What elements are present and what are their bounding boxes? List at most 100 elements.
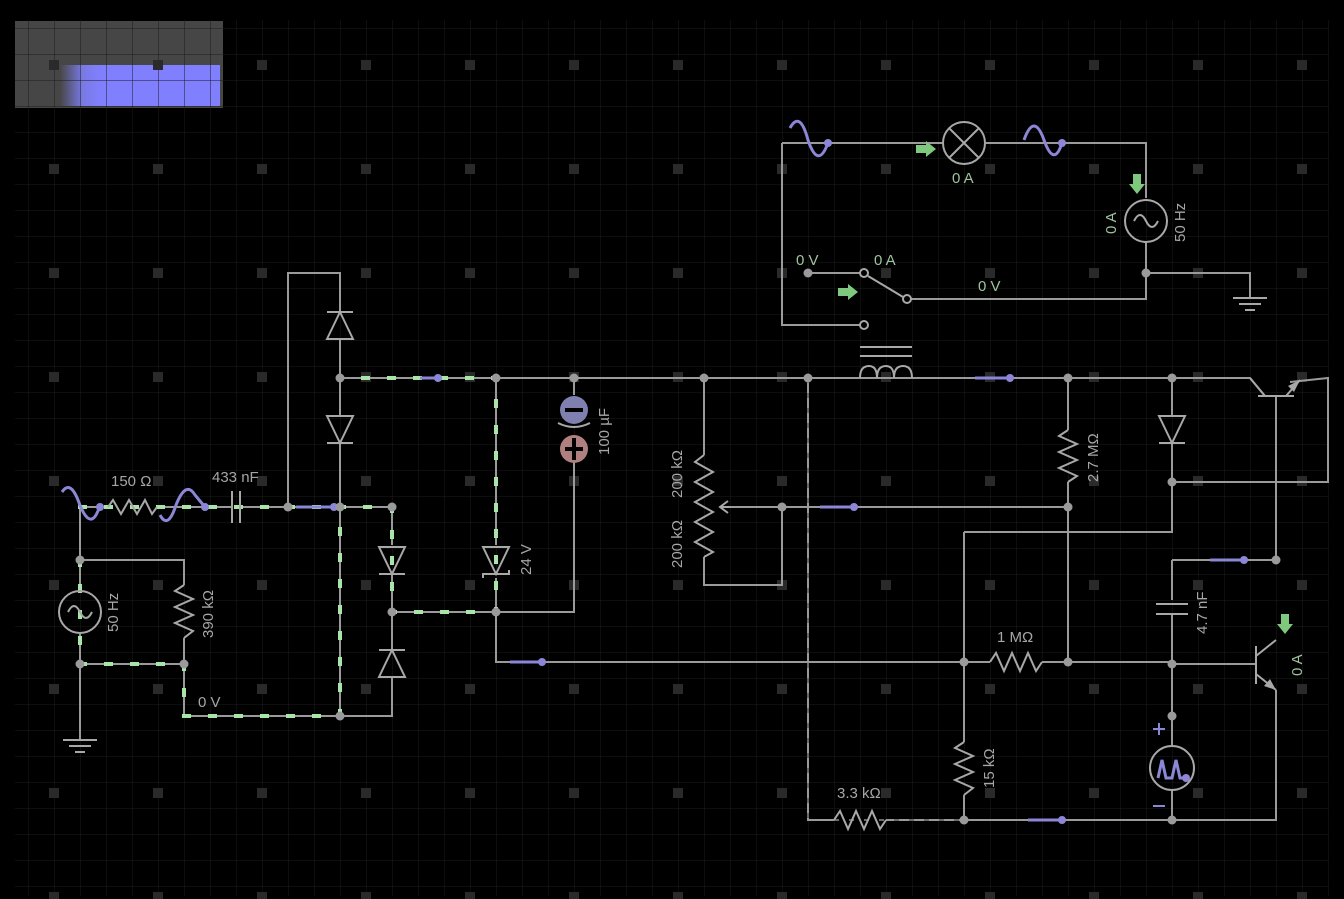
junction-node[interactable] — [1167, 373, 1177, 383]
grid-dot — [1297, 268, 1307, 278]
grid-dot — [1193, 164, 1203, 174]
junction-node[interactable] — [1167, 659, 1177, 669]
label-lamp-current: 0 A — [952, 170, 974, 187]
voltage-waveforms — [60, 119, 1244, 822]
transformer[interactable] — [859, 346, 913, 379]
ac-source-top[interactable] — [1124, 199, 1168, 243]
junction-node[interactable] — [335, 502, 345, 512]
junction-node[interactable] — [335, 373, 345, 383]
grid-dot — [1089, 268, 1099, 278]
grid-dot — [1193, 60, 1203, 70]
grid-dot — [361, 268, 371, 278]
grid-dot — [1089, 580, 1099, 590]
grid-dot — [257, 268, 267, 278]
junction-node[interactable] — [777, 502, 787, 512]
grid-dot — [257, 788, 267, 798]
grid-dot — [49, 580, 59, 590]
grid-dot — [1297, 372, 1307, 382]
lamp[interactable] — [942, 121, 986, 165]
junction-node[interactable] — [1271, 555, 1281, 565]
grid-dot — [1193, 580, 1203, 590]
junction-node[interactable] — [1167, 477, 1177, 487]
junction-node[interactable] — [283, 502, 293, 512]
diode-far-right[interactable] — [1157, 415, 1187, 446]
grid-dot — [1297, 892, 1307, 899]
potentiometer[interactable] — [692, 454, 730, 558]
grid-dot — [569, 892, 579, 899]
junction-node[interactable] — [179, 659, 189, 669]
junction-node[interactable] — [1063, 502, 1073, 512]
label-0v-left: 0 V — [198, 694, 221, 711]
junction-node[interactable] — [491, 373, 501, 383]
grid-dot — [49, 476, 59, 486]
grid-dot — [465, 684, 475, 694]
grid-dot — [49, 892, 59, 899]
junction-node[interactable] — [959, 815, 969, 825]
junction-node[interactable] — [387, 607, 397, 617]
grid-dot — [465, 476, 475, 486]
junction-node[interactable] — [75, 555, 85, 565]
signal-source[interactable] — [1149, 723, 1195, 807]
capacitor-100uf[interactable] — [557, 396, 591, 463]
label-24v: 24 V — [518, 544, 535, 575]
grid-dot — [1297, 60, 1307, 70]
junction-node[interactable] — [569, 373, 579, 383]
grid-dot — [153, 892, 163, 899]
junction-node[interactable] — [1167, 815, 1177, 825]
grid-dot — [881, 892, 891, 899]
capacitor-4-7nf[interactable] — [1156, 603, 1188, 615]
junction-node[interactable] — [75, 659, 85, 669]
resistor-3-3k[interactable] — [833, 808, 887, 832]
resistor-390k[interactable] — [172, 584, 196, 639]
junction-node[interactable] — [335, 711, 345, 721]
grid-dot — [673, 268, 683, 278]
grid-dot — [49, 60, 59, 70]
junction-node[interactable] — [1063, 373, 1073, 383]
transistor-bottom[interactable] — [1255, 639, 1277, 691]
junction-node[interactable] — [803, 373, 813, 383]
grid-dot — [1089, 788, 1099, 798]
junction-node[interactable] — [1141, 268, 1151, 278]
grid-dot — [153, 268, 163, 278]
junction-node[interactable] — [959, 657, 969, 667]
label-transistor-current: 0 A — [1289, 654, 1306, 676]
grid-dot — [257, 372, 267, 382]
label-switch-vin: 0 V — [796, 252, 819, 269]
label-15k: 15 kΩ — [981, 748, 998, 788]
junction-node[interactable] — [1063, 657, 1073, 667]
grid-dot — [569, 788, 579, 798]
junction-node[interactable] — [1167, 711, 1177, 721]
junction-node[interactable] — [699, 373, 709, 383]
grid-dot — [257, 164, 267, 174]
grid-dot — [361, 580, 371, 590]
junction-node[interactable] — [491, 607, 501, 617]
grid-dot — [985, 60, 995, 70]
switch[interactable] — [859, 268, 912, 330]
diode-mid[interactable] — [325, 415, 355, 446]
grid-dot — [153, 580, 163, 590]
grid-dot — [153, 788, 163, 798]
grid-dot — [881, 476, 891, 486]
diode-right2[interactable] — [377, 647, 407, 678]
junction-node[interactable] — [803, 268, 813, 278]
grid-dot — [1297, 580, 1307, 590]
grid-dot — [777, 60, 787, 70]
resistor-150[interactable] — [107, 497, 158, 517]
diode-top[interactable] — [325, 309, 355, 340]
ground-right — [1233, 297, 1267, 311]
junction-node[interactable] — [387, 502, 397, 512]
zener-diode[interactable] — [481, 546, 511, 578]
resistor-15k[interactable] — [952, 741, 976, 796]
grid-dot — [361, 164, 371, 174]
grid-dot — [1089, 164, 1099, 174]
label-433nf: 433 nF — [212, 469, 259, 486]
ac-source-left[interactable] — [58, 590, 102, 634]
diode-right1[interactable] — [377, 546, 407, 577]
capacitor-433nf[interactable] — [231, 491, 241, 523]
resistor-1m[interactable] — [989, 650, 1043, 674]
resistor-2-7m[interactable] — [1056, 429, 1080, 483]
grid-dot — [569, 268, 579, 278]
grid-dot — [257, 476, 267, 486]
transistor-top[interactable] — [1249, 377, 1301, 397]
